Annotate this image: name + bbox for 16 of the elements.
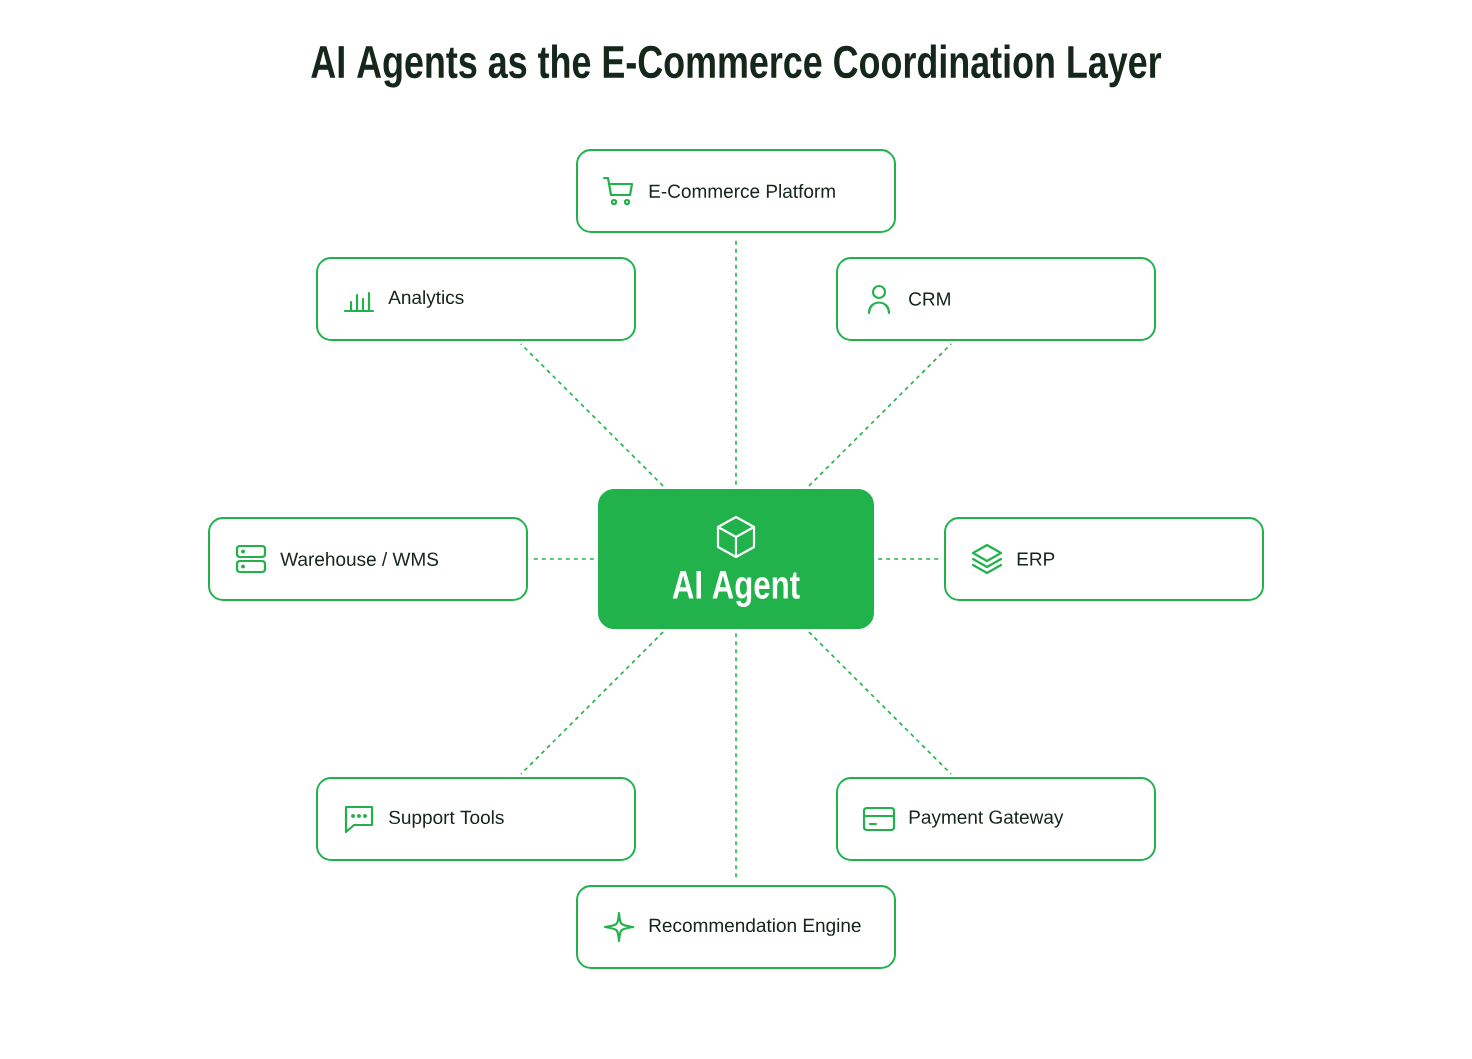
system-box: Recommendation Engine (576, 885, 896, 969)
connector-line (520, 631, 664, 775)
connector-line (877, 558, 941, 560)
connector-line (520, 343, 664, 487)
title: AI Agents as the E-Commerce Coordination Layer (311, 44, 1162, 88)
connector-line (808, 631, 952, 775)
system-box: E-Commerce Platform (576, 149, 896, 233)
system-box: Support Tools (316, 777, 636, 861)
connector-line (531, 558, 595, 560)
system-box: Payment Gateway (836, 777, 1156, 861)
system-box: ERP (944, 517, 1264, 601)
system-box: Warehouse / WMS (208, 517, 528, 601)
system-box: CRM (836, 257, 1156, 341)
agent-box: AI Agent (598, 489, 874, 629)
system-box: Analytics (316, 257, 636, 341)
connector-line (808, 343, 952, 487)
